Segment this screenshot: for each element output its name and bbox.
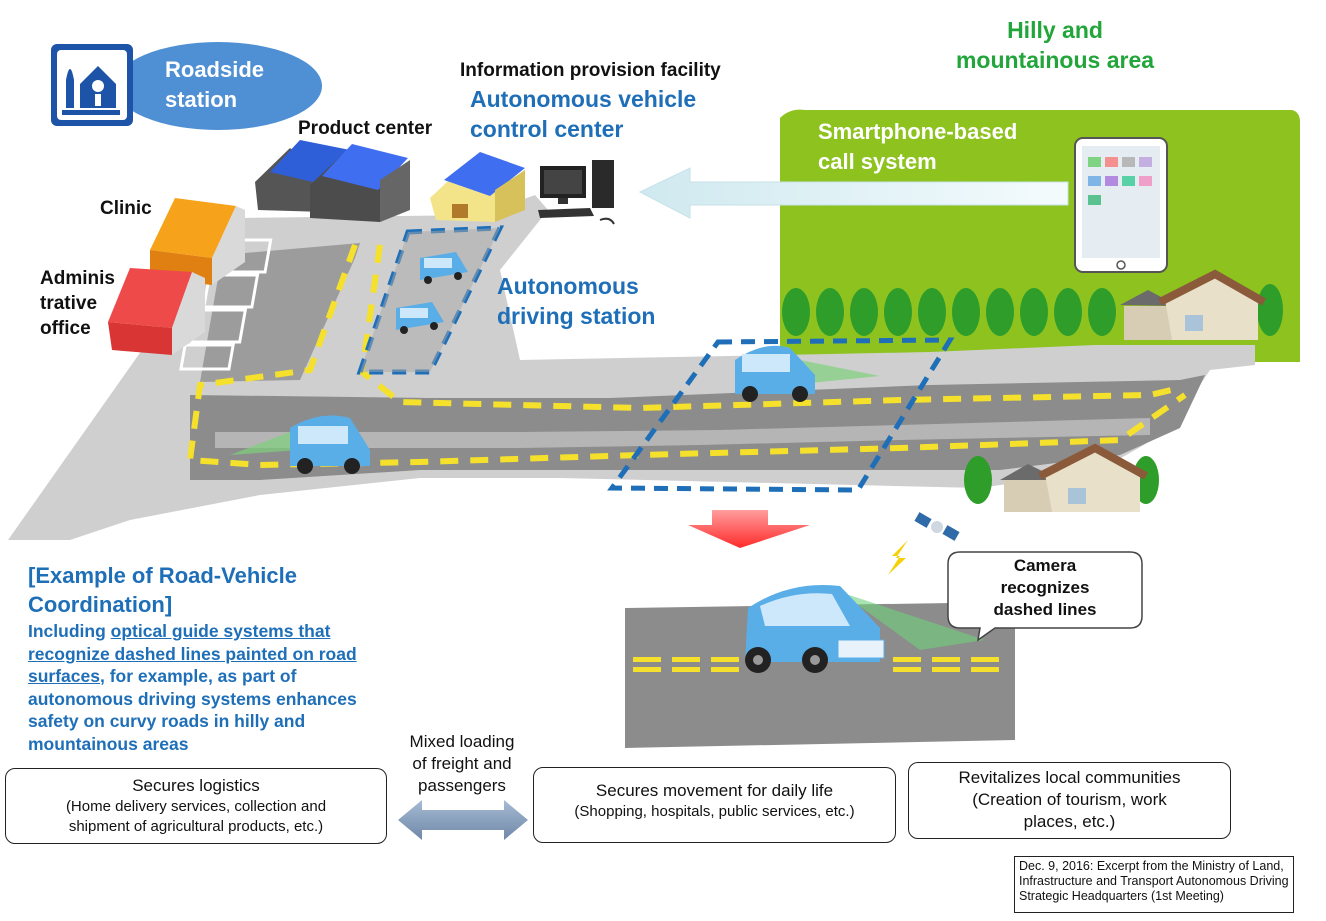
benefit-box-logistics: Secures logistics (Home delivery service… (5, 768, 387, 844)
vehicle-station-2 (396, 302, 444, 334)
house-upper (1120, 269, 1266, 340)
control-center-building (430, 152, 525, 222)
vehicle-road-left (230, 415, 370, 474)
benefit-box-daily-life: Secures movement for daily life (Shoppin… (533, 767, 896, 843)
tablet-icon (1074, 137, 1168, 273)
product-center-label: Product center (298, 118, 433, 139)
vehicle-station-1 (420, 252, 468, 284)
admin-office-building (108, 268, 205, 355)
road-zone-outline (607, 337, 955, 493)
down-arrow-icon (688, 510, 810, 548)
house-lower (1000, 443, 1148, 512)
example-body-highlight: optical guide systems that recognize das… (28, 621, 357, 686)
camera-callout-shape (947, 551, 1143, 642)
example-body: Including optical guide systems that rec… (28, 621, 357, 754)
product-center-building (255, 140, 410, 222)
source-note: Dec. 9, 2016: Excerpt from the Ministry … (1014, 856, 1294, 913)
info-facility-label: Information provision facility (460, 60, 721, 81)
double-arrow-icon (398, 800, 528, 840)
satellite-icon (914, 512, 960, 541)
vehicle-detail (745, 584, 985, 673)
left-arrow-icon (638, 167, 1069, 219)
vehicle-road-right (735, 345, 880, 402)
clinic-label: Clinic (100, 198, 152, 219)
lightning-icon (888, 540, 908, 575)
computer-icon (538, 160, 615, 225)
benefit-box-communities: Revitalizes local communities (Creation … (908, 762, 1231, 839)
roadside-station-icon (51, 42, 322, 130)
road-median (215, 418, 1150, 448)
